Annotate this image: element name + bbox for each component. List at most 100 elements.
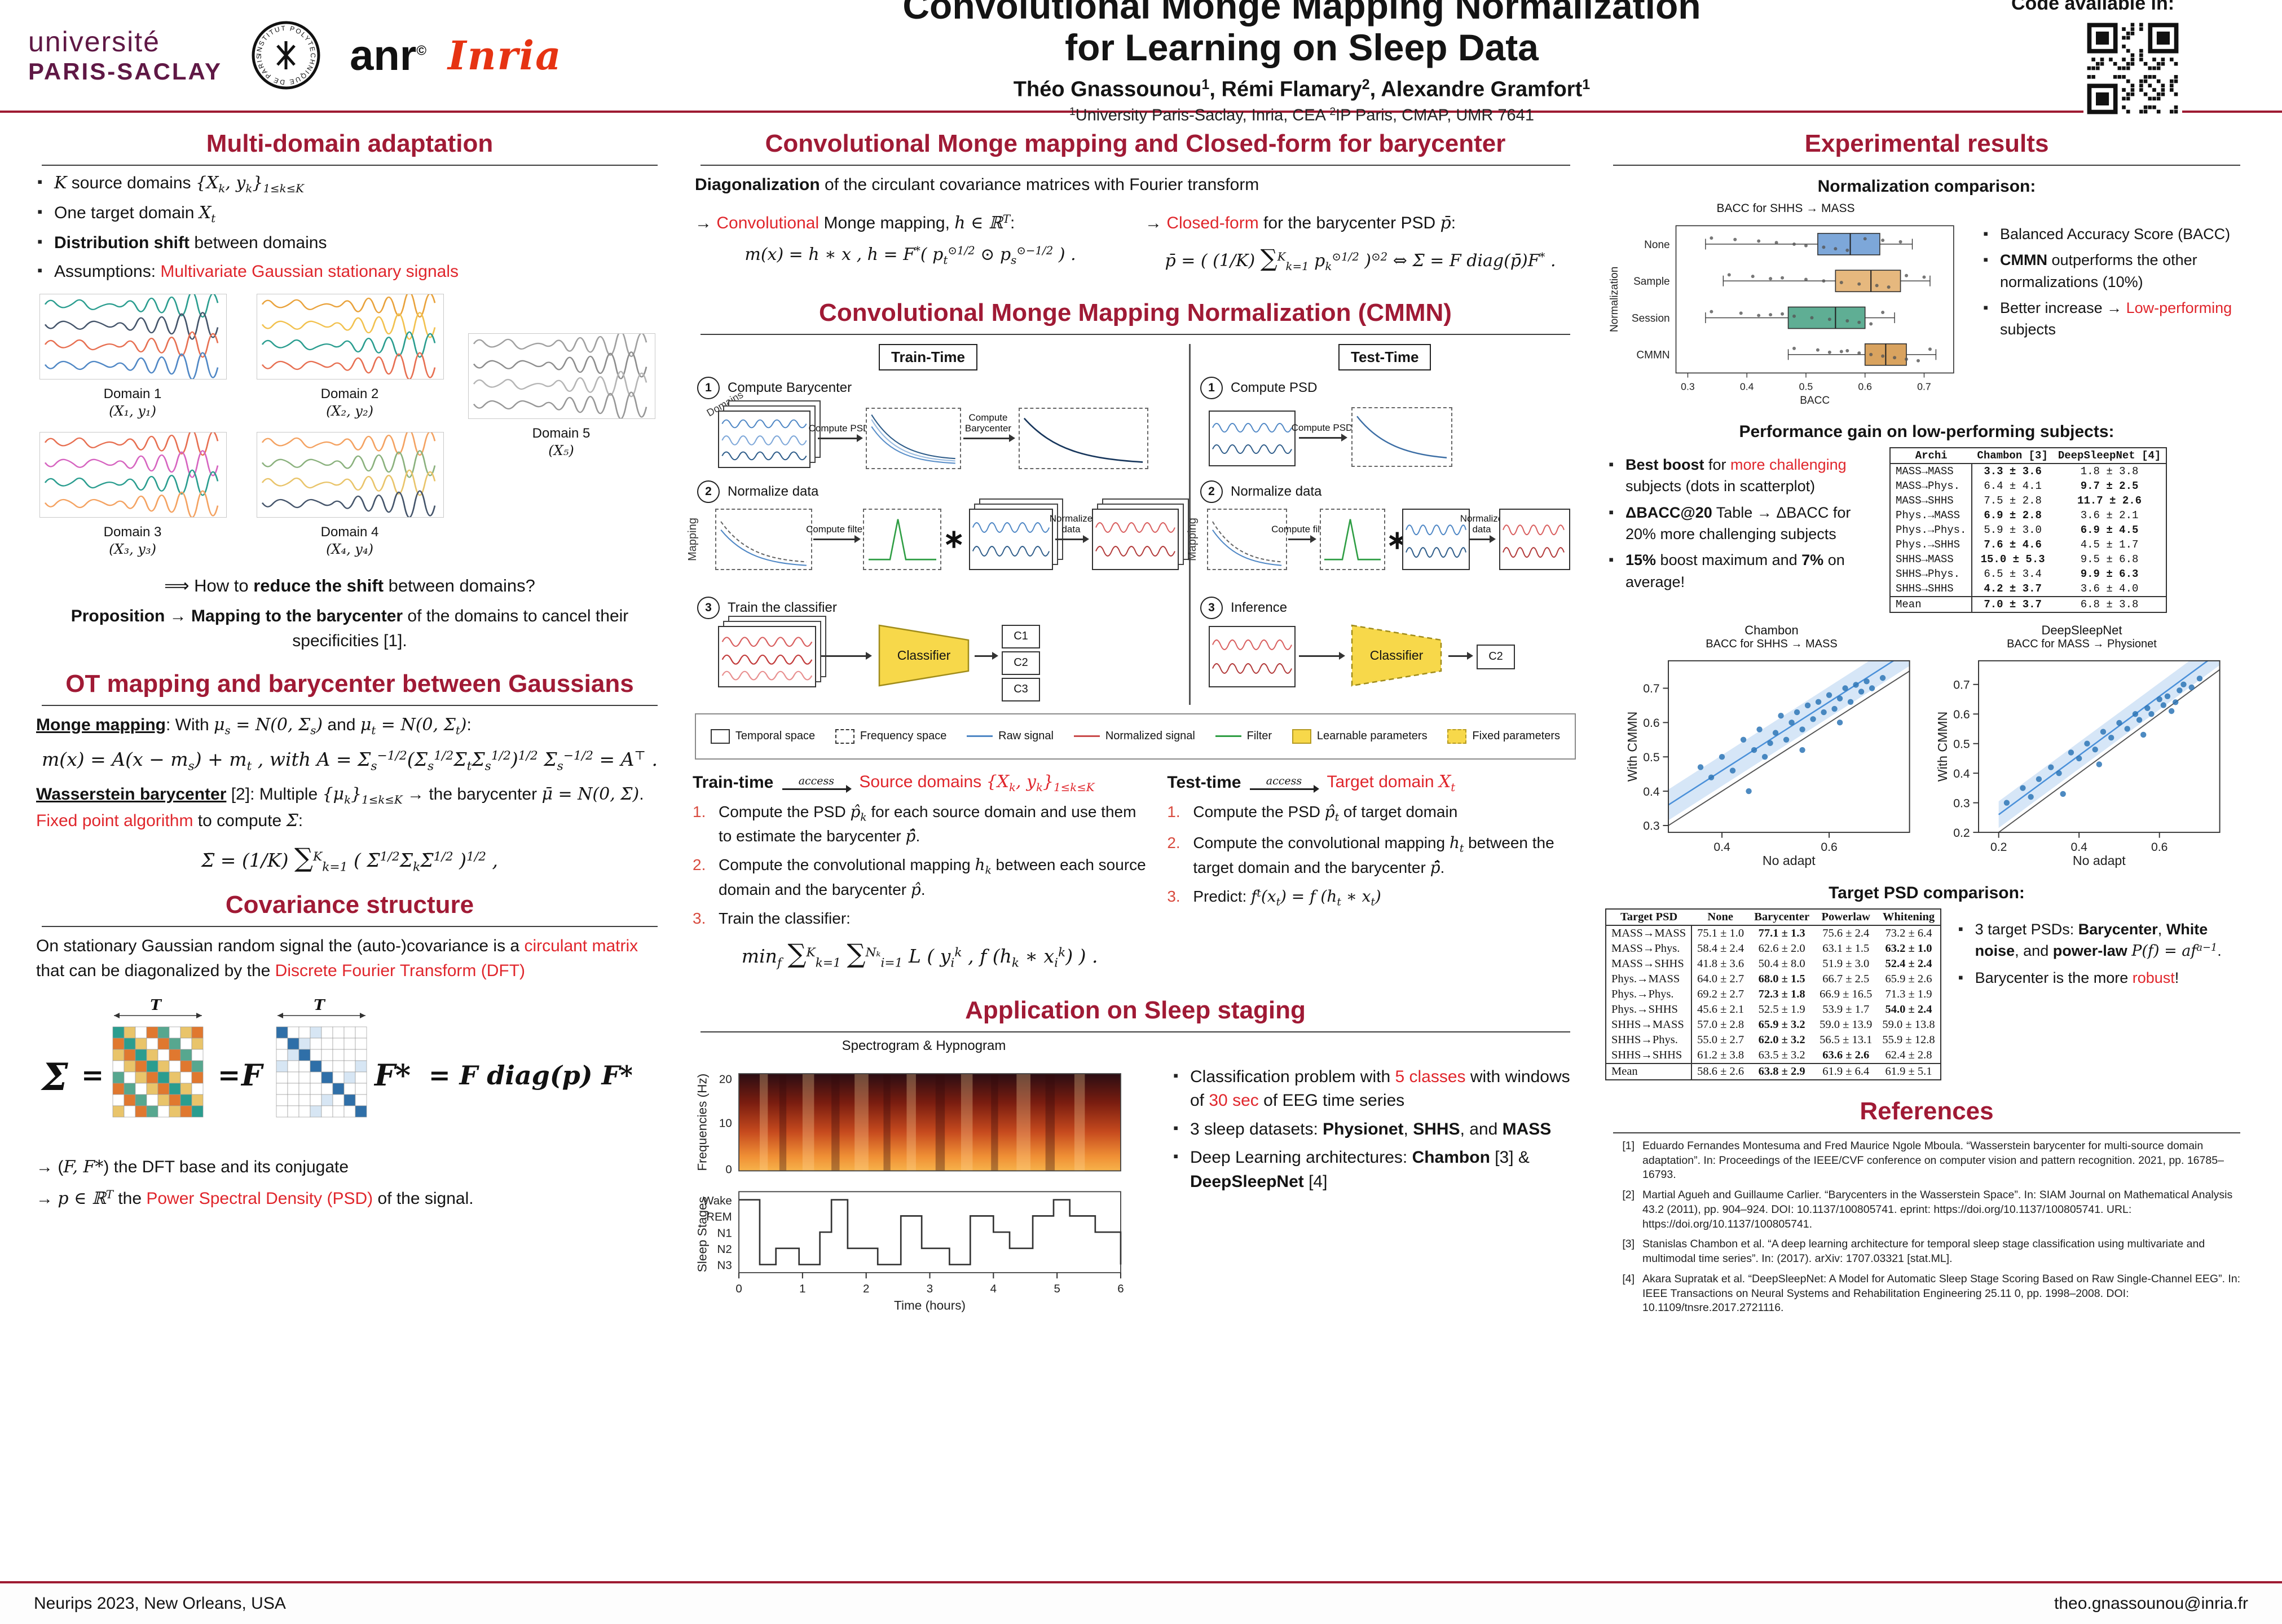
reference-item: [1]Eduardo Fernandes Montesuma and Fred … bbox=[1611, 1139, 2243, 1182]
test-item-1: 1.Compute the PSD p̂t of target domain bbox=[1167, 801, 1578, 825]
classifier-training-formula: minf ∑Kk=1 ∑Nₖi=1 L ( yik , f (hk ∗ xik)… bbox=[741, 938, 1098, 970]
legend-temporal-space: Temporal space bbox=[710, 729, 815, 744]
svg-text:0.6: 0.6 bbox=[1643, 717, 1659, 730]
item-text: Compute the PSD p̂k for each source doma… bbox=[719, 802, 1136, 846]
conv-monge-head: → Convolutional Monge mapping, h ∈ ℝT: bbox=[695, 212, 1015, 233]
train-step-3-header: 3 Train the classifier bbox=[697, 596, 837, 619]
access-arrow: access bbox=[782, 774, 852, 793]
boxplot-title: BACC for SHHS → MASS bbox=[1716, 202, 1855, 215]
raw-signal-line bbox=[967, 735, 993, 738]
performance-gain-heading: Performance gain on low-performing subje… bbox=[1739, 422, 2114, 441]
frequency-space-chip bbox=[835, 729, 854, 744]
domain-4-caption-line1: Domain 4 bbox=[320, 524, 379, 540]
scatter-subtitle: BACC for SHHS → MASS bbox=[1706, 638, 1838, 650]
dft-conjugate-symbol: F* bbox=[373, 1058, 411, 1093]
boxplot-bullets: Balanced Accuracy Score (BACC) CMMN outp… bbox=[1980, 202, 2248, 345]
arrow bbox=[975, 651, 998, 660]
test-step-1-header: 1 Compute PSD bbox=[1200, 376, 1317, 399]
logo-area: université PARIS-SACLAY INSTITUT POLYTEC… bbox=[28, 13, 592, 98]
svg-text:0.6: 0.6 bbox=[1953, 708, 1970, 721]
arrow bbox=[1448, 651, 1473, 660]
arrow: Compute PSD bbox=[1292, 422, 1353, 442]
raw-signals-plot bbox=[721, 419, 807, 461]
access-word: access bbox=[798, 774, 835, 787]
convolution-star: ∗ bbox=[943, 523, 965, 553]
conv-monge-formula: m(x) = h ∗ x , h = F*( pt⊙1/2 ⊙ ps⊙−1/2 … bbox=[744, 244, 1076, 267]
conv-monge-block: → Convolutional Monge mapping, h ∈ ℝT: m… bbox=[693, 204, 1128, 276]
mapping-curves-plot bbox=[720, 521, 807, 566]
code-available-label: Code available in: bbox=[2011, 0, 2175, 14]
diagonalization-line: Diagonalization of the circulant covaria… bbox=[695, 175, 1259, 194]
reference-text: Akara Supratak et al. “DeepSleepNet: A M… bbox=[1642, 1272, 2241, 1314]
deepsleepnet-scatter-block: DeepSleepNet BACC for MASS → Physionet 0… bbox=[1935, 623, 2228, 872]
column-right: Experimental results Normalization compa… bbox=[1605, 113, 2248, 1321]
test-time-heading: Test-time access Target domain Xt bbox=[1167, 772, 1578, 794]
item-number: 2. bbox=[693, 856, 706, 874]
step-number: 3 bbox=[697, 596, 720, 619]
test-time-word: Test-time bbox=[1167, 773, 1241, 792]
access-word: access bbox=[1266, 774, 1302, 787]
normalization-comparison-heading: Normalization comparison: bbox=[1817, 177, 2036, 196]
svg-text:Frequencies (Hz): Frequencies (Hz) bbox=[695, 1073, 710, 1171]
section-title-references: References bbox=[1613, 1097, 2240, 1133]
filter-plot bbox=[869, 519, 936, 561]
domain-2-signal-plot bbox=[257, 291, 444, 380]
learnable-parameters-chip bbox=[1292, 729, 1311, 744]
normalized-signals-plot bbox=[1503, 524, 1565, 558]
train-time-label: Train-Time bbox=[879, 343, 978, 370]
raw-signals-plot bbox=[1212, 422, 1292, 454]
svg-text:0.3: 0.3 bbox=[1643, 820, 1659, 833]
reference-text: Stanislas Chambon et al. “A deep learnin… bbox=[1642, 1238, 2205, 1265]
normalized-signals-plot bbox=[721, 637, 813, 681]
normalize-data-label: Normalize data bbox=[1460, 513, 1504, 535]
class-output-c3: C3 bbox=[1002, 677, 1040, 701]
domain-2-caption-line1: Domain 2 bbox=[320, 386, 379, 402]
svg-text:0: 0 bbox=[735, 1282, 742, 1295]
classifier-block-fixed: Classifier bbox=[1349, 623, 1444, 688]
step-number: 3 bbox=[1200, 596, 1223, 619]
svg-text:3: 3 bbox=[927, 1282, 933, 1295]
bullet: Best boost for more challenging subjects… bbox=[1605, 454, 1876, 497]
svg-text:0.4: 0.4 bbox=[2070, 841, 2087, 854]
column-header: Target PSD bbox=[1606, 909, 1692, 926]
domain-5-caption-line2: (X₅) bbox=[548, 443, 574, 459]
barycenter-formula: Σ̄ = (1/K) ∑Kk=1 ( Σ̄1/2ΣkΣ̄1/2 )1/2 , bbox=[201, 842, 499, 875]
svg-text:6: 6 bbox=[1117, 1282, 1124, 1295]
svg-text:1: 1 bbox=[799, 1282, 805, 1295]
svg-text:N3: N3 bbox=[717, 1259, 732, 1272]
domain-5-signal-plot bbox=[468, 330, 655, 420]
closed-form-head: → Closed-form for the barycenter PSD p̄: bbox=[1145, 213, 1456, 233]
train-step-1-header: 1 Compute Barycenter bbox=[697, 376, 852, 399]
ups-logo-line2: PARIS-SACLAY bbox=[28, 58, 223, 85]
svg-text:0.2: 0.2 bbox=[1990, 841, 2007, 854]
classifier-block: Classifier bbox=[876, 623, 972, 688]
normalized-signal-box bbox=[1092, 508, 1179, 570]
raw-signals-plot bbox=[972, 522, 1050, 557]
svg-text:5: 5 bbox=[1054, 1282, 1060, 1295]
bullet: CMMN outperforms the other normalization… bbox=[1980, 249, 2248, 293]
compute-barycenter-label: Compute Barycenter bbox=[964, 412, 1012, 434]
filter-plot bbox=[1324, 519, 1381, 561]
domain-5-caption: Domain 5 (X₅) bbox=[468, 425, 654, 459]
bullet: ΔBACC@20 Table → ΔBACC for 20% more chal… bbox=[1605, 502, 1876, 545]
item-text: Train the classifier: bbox=[719, 909, 851, 927]
reference-text: Eduardo Fernandes Montesuma and Fred Mau… bbox=[1642, 1140, 2224, 1181]
column-header: None bbox=[1691, 909, 1750, 926]
closed-form-formula: p̄ = ( (1/K) ∑Kk=1 pk⊙1/2 )⊙2 ⇔ Σ̄ = F d… bbox=[1165, 244, 1556, 273]
sigma-symbol: Σ bbox=[41, 1055, 68, 1099]
item-number: 1. bbox=[693, 802, 706, 820]
svg-text:10: 10 bbox=[719, 1116, 732, 1129]
arrow: Compute filter bbox=[806, 524, 866, 543]
